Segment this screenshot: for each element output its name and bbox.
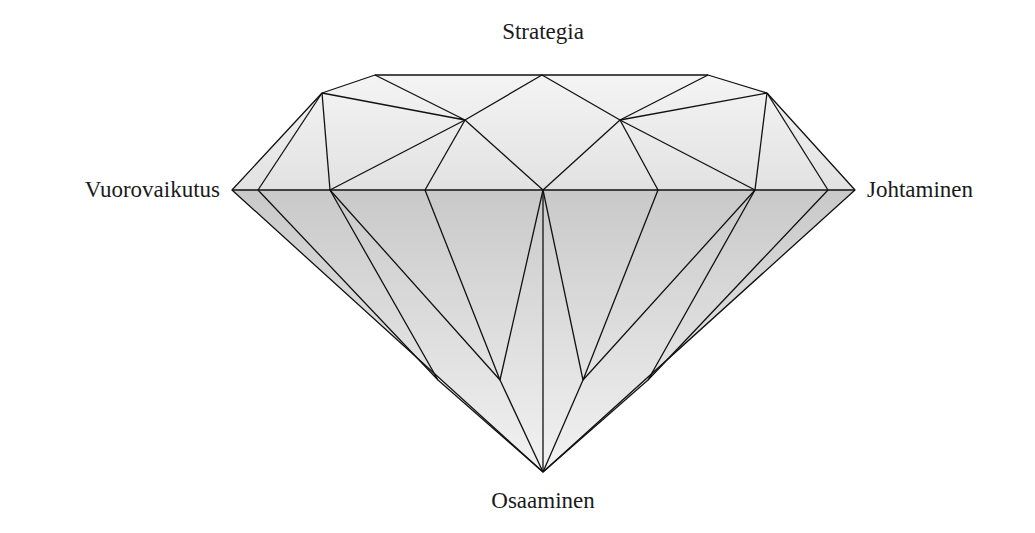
right-label: Johtaminen (867, 176, 973, 204)
top-label: Strategia (502, 18, 584, 46)
bottom-label: Osaaminen (491, 487, 594, 515)
gem-pavilion (232, 190, 855, 472)
left-label: Vuorovaikutus (85, 176, 220, 204)
gem-facets (232, 75, 855, 472)
